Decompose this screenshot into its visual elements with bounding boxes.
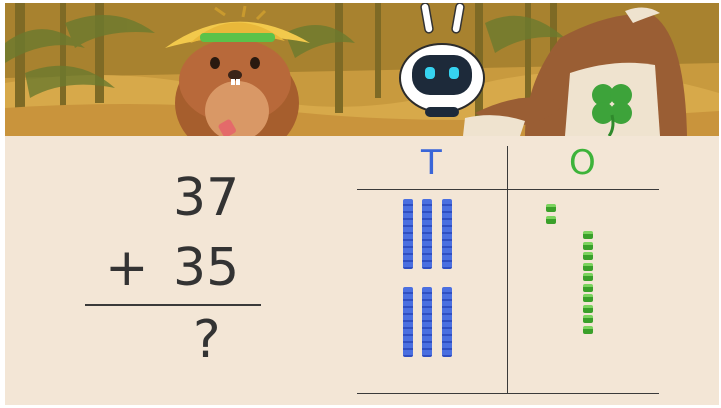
chart-bottom-line: [357, 393, 659, 394]
ones-cube[interactable]: [583, 252, 593, 260]
tens-rod[interactable]: [422, 199, 432, 269]
ones-column-header: O: [569, 146, 596, 180]
ones-cube[interactable]: [583, 294, 593, 302]
tens-rod[interactable]: [403, 199, 413, 269]
chart-column-divider: [507, 146, 508, 394]
ones-cube[interactable]: [583, 273, 593, 281]
ones-cube[interactable]: [583, 315, 593, 323]
jungle-scene: [5, 3, 719, 136]
tens-rod[interactable]: [442, 199, 452, 269]
chart-header-line: [357, 189, 659, 190]
second-addend: 35: [173, 242, 239, 294]
tens-rod[interactable]: [422, 287, 432, 357]
sum-line: [85, 304, 261, 306]
tens-column-header: T: [421, 146, 442, 180]
first-addend: 37: [173, 172, 239, 224]
tens-rod[interactable]: [403, 287, 413, 357]
plus-sign: +: [105, 242, 149, 294]
ones-cube[interactable]: [583, 263, 593, 271]
ones-cube[interactable]: [583, 231, 593, 239]
ones-cube[interactable]: [583, 284, 593, 292]
ones-cube[interactable]: [546, 204, 556, 212]
ones-cube[interactable]: [583, 242, 593, 250]
game-frame: 37 + 35 ? T O: [5, 3, 719, 405]
answer-box[interactable]: ?: [193, 314, 221, 366]
ones-cube[interactable]: [583, 326, 593, 334]
math-board: 37 + 35 ? T O: [5, 136, 719, 405]
tens-rod[interactable]: [442, 287, 452, 357]
ones-cube[interactable]: [583, 305, 593, 313]
ones-cube[interactable]: [546, 216, 556, 224]
